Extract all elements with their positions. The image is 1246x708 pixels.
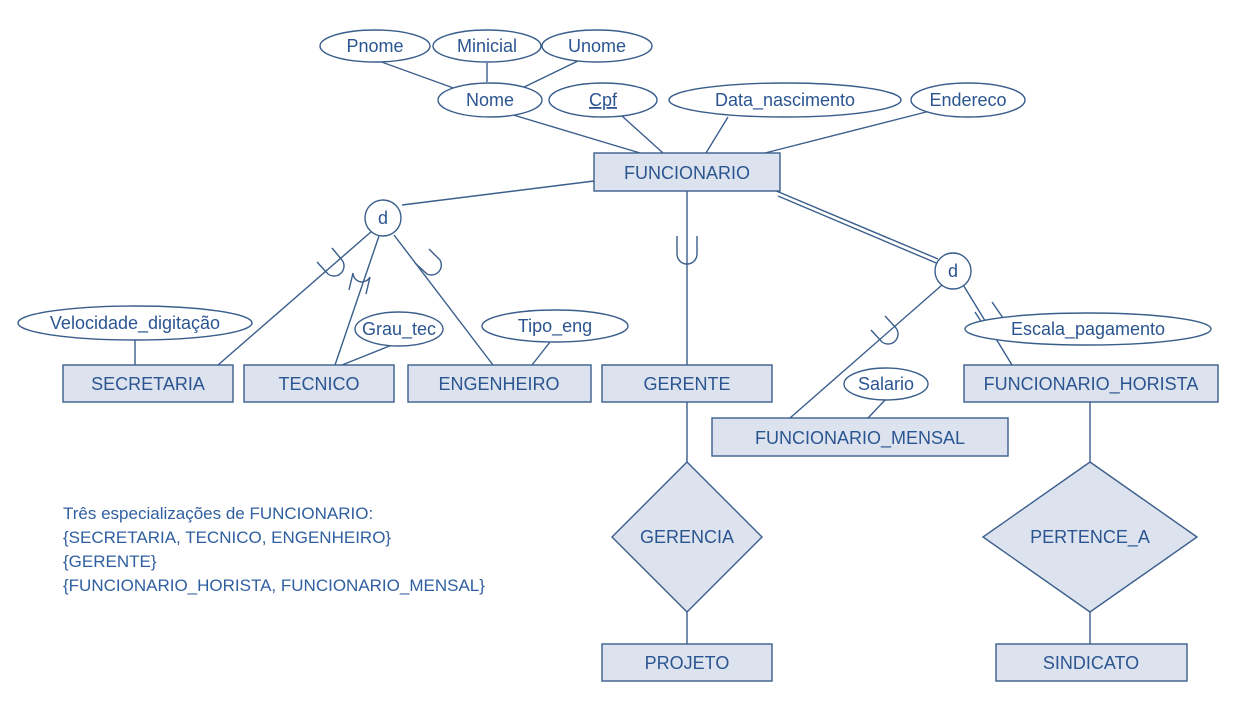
- line-funcionario-d-right-2: [777, 195, 942, 266]
- attribute-salario: Salario: [843, 367, 929, 401]
- line-tipoeng-engenheiro: [531, 341, 551, 366]
- entity-tecnico-label: TECNICO: [279, 374, 360, 394]
- entity-funcionario-horista: FUNCIONARIO_HORISTA: [963, 364, 1219, 403]
- attribute-escala-pagamento: Escala_pagamento: [964, 312, 1212, 346]
- specialization-disjoint-left: d: [364, 199, 402, 237]
- attribute-data-nascimento: Data_nascimento: [668, 82, 902, 118]
- attribute-tipo-eng: Tipo_eng: [481, 309, 629, 343]
- entity-engenheiro-label: ENGENHEIRO: [438, 374, 559, 394]
- line-endereco-funcionario: [764, 110, 931, 154]
- subset-icon-engenheiro: [414, 248, 443, 276]
- entity-gerente-label: GERENTE: [643, 374, 730, 394]
- entity-engenheiro: ENGENHEIRO: [407, 364, 592, 403]
- attribute-grau-tec: Grau_tec: [354, 311, 444, 347]
- note-line-4: {FUNCIONARIO_HORISTA, FUNCIONARIO_MENSAL…: [63, 576, 485, 595]
- disjoint-symbol-right: d: [948, 261, 958, 281]
- entity-gerente: GERENTE: [601, 364, 773, 403]
- subset-icon-tecnico: [348, 272, 371, 295]
- attribute-velocidade-label: Velocidade_digitação: [50, 313, 220, 334]
- subset-icon-secretaria: [316, 247, 345, 277]
- relationship-gerencia-label: GERENCIA: [640, 527, 734, 547]
- entity-funcionario-mensal: FUNCIONARIO_MENSAL: [711, 417, 1009, 457]
- specializations-note: Três especializações de FUNCIONARIO: {SE…: [63, 502, 485, 598]
- attribute-cpf-key: Cpf: [548, 82, 658, 118]
- line-grautec-tecnico: [341, 344, 393, 366]
- entity-secretaria-label: SECRETARIA: [91, 374, 205, 394]
- relationship-pertence-a: PERTENCE_A: [981, 461, 1199, 613]
- attribute-pnome-label: Pnome: [346, 36, 403, 56]
- attribute-tipo-eng-label: Tipo_eng: [518, 316, 592, 337]
- attribute-minicial: Minicial: [432, 29, 542, 63]
- attribute-salario-label: Salario: [858, 374, 914, 394]
- line-d-engenheiro: [393, 234, 494, 366]
- connector-lines: [134, 59, 1091, 644]
- subset-icon-gerente: [676, 236, 698, 265]
- entity-projeto: PROJETO: [601, 643, 773, 682]
- attribute-endereco-label: Endereco: [929, 90, 1006, 110]
- entity-funcionario-label: FUNCIONARIO: [624, 163, 750, 183]
- attribute-nome: Nome: [437, 82, 543, 118]
- note-line-3: {GERENTE}: [63, 552, 157, 571]
- relationship-pertence-a-label: PERTENCE_A: [1030, 527, 1150, 548]
- line-nome-funcionario: [509, 113, 641, 154]
- entity-secretaria: SECRETARIA: [62, 364, 234, 403]
- line-funcionario-d-left: [401, 180, 595, 206]
- attribute-minicial-label: Minicial: [457, 36, 517, 56]
- note-line-2: {SECRETARIA, TECNICO, ENGENHEIRO}: [63, 528, 392, 547]
- entity-sindicato: SINDICATO: [995, 643, 1188, 682]
- entity-tecnico: TECNICO: [243, 364, 395, 403]
- specialization-disjoint-right: d: [934, 252, 972, 290]
- line-d-mensal: [789, 284, 943, 419]
- line-funcionario-d-right-1: [773, 189, 939, 260]
- line-d-tecnico: [334, 235, 380, 366]
- attribute-velocidade-digitacao: Velocidade_digitação: [17, 305, 253, 341]
- attribute-pnome: Pnome: [319, 29, 431, 63]
- attribute-cpf-label: Cpf: [589, 90, 618, 110]
- note-line-1: Três especializações de FUNCIONARIO:: [63, 504, 374, 523]
- entity-sindicato-label: SINDICATO: [1043, 653, 1139, 673]
- entity-funcionario-horista-label: FUNCIONARIO_HORISTA: [984, 374, 1199, 395]
- attribute-escala-pagamento-label: Escala_pagamento: [1011, 319, 1165, 340]
- entity-funcionario-mensal-label: FUNCIONARIO_MENSAL: [755, 428, 965, 449]
- line-d-secretaria: [217, 230, 373, 366]
- entity-funcionario: FUNCIONARIO: [593, 152, 781, 192]
- attribute-grau-tec-label: Grau_tec: [362, 319, 436, 340]
- line-salario-mensal: [867, 398, 887, 419]
- attribute-endereco: Endereco: [910, 82, 1026, 118]
- line-unome-nome: [517, 59, 581, 91]
- entity-projeto-label: PROJETO: [645, 653, 730, 673]
- attribute-unome-label: Unome: [568, 36, 626, 56]
- subset-icon-mensal: [870, 315, 899, 345]
- line-datanasc-funcionario: [705, 116, 729, 154]
- disjoint-symbol-left: d: [378, 208, 388, 228]
- attribute-data-nascimento-label: Data_nascimento: [715, 90, 855, 111]
- line-cpf-funcionario: [621, 115, 664, 154]
- relationship-gerencia: GERENCIA: [611, 461, 763, 613]
- attribute-nome-label: Nome: [466, 90, 514, 110]
- attribute-unome: Unome: [541, 29, 653, 63]
